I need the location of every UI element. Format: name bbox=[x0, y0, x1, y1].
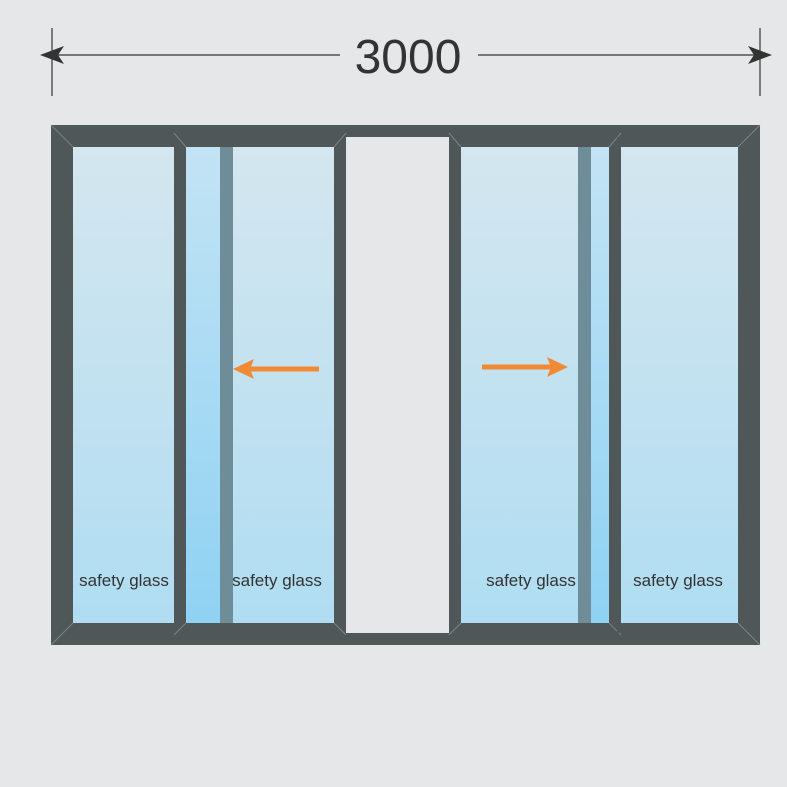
panel-left-fixed: safety glass bbox=[62, 136, 178, 634]
panel-right-sliding: safety glass bbox=[448, 132, 622, 636]
glass-pane bbox=[621, 147, 738, 623]
panel-label: safety glass bbox=[79, 571, 169, 590]
interlock-mullion bbox=[578, 147, 591, 623]
dimension-arrowhead-right bbox=[748, 46, 772, 64]
glass-pane bbox=[73, 147, 174, 623]
panel-label: safety glass bbox=[633, 571, 723, 590]
glass-overlap-strip bbox=[186, 147, 220, 623]
width-label: 3000 bbox=[355, 31, 462, 84]
dimension-arrowhead-left bbox=[40, 46, 64, 64]
slide-left-arrow-icon bbox=[233, 359, 319, 379]
panel-label: safety glass bbox=[486, 571, 576, 590]
panel-right-fixed: safety glass bbox=[617, 136, 749, 634]
panel-left-sliding: safety glass bbox=[173, 132, 347, 636]
glass-overlap-strip bbox=[591, 147, 609, 623]
slide-right-arrow-icon bbox=[482, 357, 568, 377]
opening-gap bbox=[346, 137, 449, 633]
panel-label: safety glass bbox=[232, 571, 322, 590]
interlock-mullion bbox=[220, 147, 233, 623]
width-dimension: 3000 bbox=[40, 28, 772, 96]
